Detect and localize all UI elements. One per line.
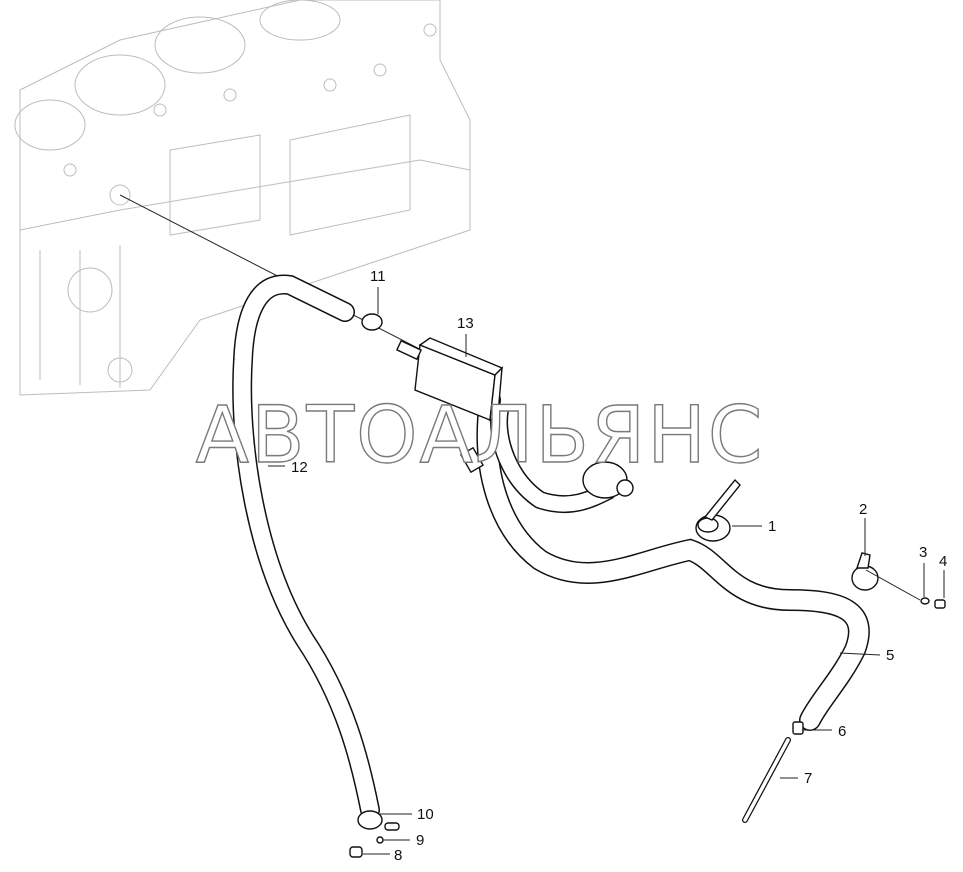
breather-13 xyxy=(395,337,504,474)
washer-9 xyxy=(376,836,384,844)
clip-6 xyxy=(792,721,804,735)
callout-3: 3 xyxy=(919,544,927,561)
leader-lines xyxy=(268,287,945,855)
hose-12 xyxy=(232,274,380,820)
dipstick-7 xyxy=(742,737,791,823)
engine-block-outline xyxy=(14,0,471,396)
callout-9: 9 xyxy=(416,832,424,849)
callout-5: 5 xyxy=(886,647,894,664)
callout-10: 10 xyxy=(417,806,434,823)
callout-8: 8 xyxy=(394,847,402,864)
clamp-1 xyxy=(695,478,741,542)
callout-2: 2 xyxy=(859,501,867,518)
clamp-2 xyxy=(851,552,879,591)
callout-7: 7 xyxy=(804,770,812,787)
callout-6: 6 xyxy=(838,723,846,740)
callout-13: 13 xyxy=(457,315,474,332)
callout-4: 4 xyxy=(939,553,947,570)
callout-1: 1 xyxy=(768,518,776,535)
watermark-text: АВТОАЛЬЯНС xyxy=(196,391,765,481)
callout-12: 12 xyxy=(291,459,308,476)
bolt-8 xyxy=(349,846,363,858)
clamp-10 xyxy=(357,810,400,831)
flange xyxy=(582,461,634,499)
tube-5 xyxy=(476,389,870,731)
bolt-4 xyxy=(934,599,946,609)
clip-11 xyxy=(361,313,383,331)
washer-3 xyxy=(920,597,930,605)
callout-11: 11 xyxy=(370,268,386,285)
callout-labels: 1 2 3 4 5 6 7 8 9 10 11 12 13 xyxy=(291,268,947,864)
